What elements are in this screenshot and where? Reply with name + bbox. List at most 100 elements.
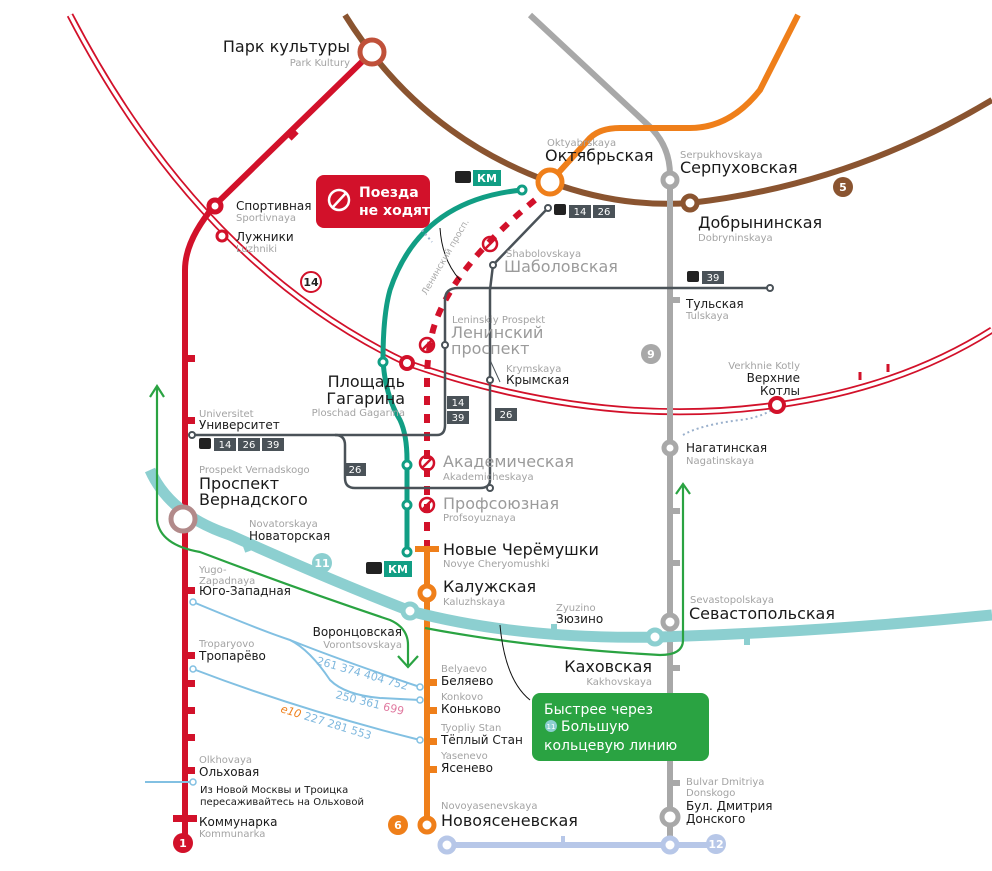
line-6-closed — [424, 197, 537, 548]
svg-text:Belyaevo: Belyaevo — [441, 664, 487, 675]
svg-text:1: 1 — [179, 837, 187, 850]
svg-text:Akademicheskaya: Akademicheskaya — [443, 472, 534, 483]
svg-text:Shabolovskaya: Shabolovskaya — [506, 249, 581, 260]
svg-text:26: 26 — [243, 440, 256, 451]
svg-text:Коммунарка: Коммунарка — [199, 815, 278, 829]
svg-text:Воронцовская: Воронцовская — [313, 625, 402, 639]
svg-text:Гагарина: Гагарина — [326, 389, 405, 408]
svg-text:КМ: КМ — [477, 172, 497, 185]
svg-text:Юго-Западная: Юго-Западная — [199, 584, 291, 598]
svg-text:5: 5 — [839, 181, 847, 194]
svg-text:проспект: проспект — [451, 339, 530, 358]
svg-text:Тульская: Тульская — [685, 297, 744, 311]
svg-text:Быстрее через: Быстрее через — [544, 702, 653, 718]
svg-text:Тёплый Стан: Тёплый Стан — [440, 733, 523, 747]
svg-text:Профсоюзная: Профсоюзная — [443, 494, 559, 513]
svg-text:e10 227 281 553: e10 227 281 553 — [279, 702, 373, 742]
line-6-north — [547, 13, 801, 185]
svg-text:Novye Cheryomushki: Novye Cheryomushki — [443, 559, 550, 570]
svg-text:Sportivnaya: Sportivnaya — [236, 213, 296, 224]
svg-text:Парк культуры: Парк культуры — [223, 37, 350, 56]
svg-text:Universitet: Universitet — [199, 409, 254, 420]
svg-text:Tulskaya: Tulskaya — [685, 311, 729, 322]
transfer-arrows — [149, 383, 691, 669]
svg-text:Новые Черёмушки: Новые Черёмушки — [443, 540, 599, 559]
bus-lines — [145, 601, 421, 783]
svg-text:Kaluzhskaya: Kaluzhskaya — [443, 597, 505, 608]
svg-text:Profsoyuznaya: Profsoyuznaya — [443, 513, 516, 524]
svg-text:Ясенево: Ясенево — [441, 761, 493, 775]
transfer-note: Из Новой Москвы и Троицка пересаживайтес… — [200, 785, 364, 808]
svg-text:Коньково: Коньково — [441, 702, 501, 716]
svg-text:Большую: Большую — [561, 719, 629, 735]
svg-text:Kommunarka: Kommunarka — [199, 829, 265, 840]
svg-text:Из Новой Москвы и Троицка: Из Новой Москвы и Троицка — [200, 785, 348, 796]
svg-text:Zyuzino: Zyuzino — [556, 603, 596, 614]
svg-text:9: 9 — [647, 348, 655, 361]
svg-text:6: 6 — [394, 819, 402, 832]
svg-text:Ploschad Gagarina: Ploschad Gagarina — [312, 408, 405, 419]
service-alert: Поезда не ходят — [316, 175, 431, 228]
svg-text:26: 26 — [349, 465, 362, 476]
tram-lines — [192, 207, 770, 490]
station-vernadskogo[interactable] — [168, 504, 198, 534]
svg-text:Университет: Университет — [199, 418, 280, 432]
svg-text:Бул. Дмитрия: Бул. Дмитрия — [686, 799, 772, 813]
svg-text:Yasenevo: Yasenevo — [440, 751, 488, 762]
svg-text:Серпуховская: Серпуховская — [680, 158, 798, 177]
svg-text:12: 12 — [708, 838, 723, 851]
km-bus-route — [380, 187, 523, 552]
svg-text:26: 26 — [500, 410, 513, 421]
svg-text:пересаживайтесь на Ольховой: пересаживайтесь на Ольховой — [200, 797, 364, 808]
svg-text:14: 14 — [219, 440, 232, 451]
svg-text:Kakhovskaya: Kakhovskaya — [586, 677, 652, 688]
station-oktyabrskaya[interactable] — [535, 167, 565, 197]
svg-text:Konkovo: Konkovo — [441, 692, 483, 703]
svg-text:Вернадского: Вернадского — [199, 490, 308, 509]
svg-text:Troparyovo: Troparyovo — [198, 639, 254, 650]
svg-text:Prospekt Vernadskogo: Prospekt Vernadskogo — [199, 465, 310, 476]
svg-text:Спортивная: Спортивная — [236, 199, 311, 213]
svg-text:14: 14 — [574, 207, 587, 218]
closed-station-icons — [418, 235, 499, 514]
svg-text:Академическая: Академическая — [443, 452, 574, 471]
svg-text:Bulvar Dmitriya: Bulvar Dmitriya — [686, 777, 764, 788]
svg-text:Котлы: Котлы — [760, 384, 800, 398]
svg-text:Sevastopolskaya: Sevastopolskaya — [690, 595, 774, 606]
svg-text:14: 14 — [452, 398, 465, 409]
svg-text:Лужники: Лужники — [236, 230, 294, 244]
station-park-kultury[interactable] — [357, 37, 387, 67]
svg-text:Севастопольская: Севастопольская — [689, 604, 835, 623]
km-bus-badge: КМ КМ — [366, 170, 501, 577]
svg-text:11: 11 — [547, 723, 556, 731]
svg-text:250 361 699: 250 361 699 — [334, 688, 405, 718]
svg-text:Крымская: Крымская — [506, 373, 569, 387]
svg-text:Ольховая: Ольховая — [199, 765, 259, 779]
svg-text:Verkhnie Kotly: Verkhnie Kotly — [728, 361, 800, 372]
svg-text:Беляево: Беляево — [441, 674, 493, 688]
svg-text:Добрынинская: Добрынинская — [698, 213, 822, 232]
svg-text:Шаболовская: Шаболовская — [504, 257, 618, 276]
svg-text:Vorontsovskaya: Vorontsovskaya — [323, 640, 402, 651]
svg-text:Площадь: Площадь — [328, 372, 405, 391]
svg-text:Luzhniki: Luzhniki — [236, 244, 277, 255]
svg-text:Park Kultury: Park Kultury — [290, 58, 350, 69]
svg-text:39: 39 — [452, 413, 465, 424]
svg-text:11: 11 — [314, 557, 329, 570]
svg-text:Oktyabrskaya: Oktyabrskaya — [547, 138, 616, 149]
svg-text:Тропарёво: Тропарёво — [198, 649, 266, 663]
svg-text:261 374 404 752: 261 374 404 752 — [315, 654, 409, 693]
svg-text:кольцевую линию: кольцевую линию — [544, 738, 677, 754]
svg-text:14: 14 — [303, 276, 319, 289]
svg-text:Верхние: Верхние — [747, 371, 800, 385]
svg-text:Leninskiy Prospekt: Leninskiy Prospekt — [452, 315, 545, 326]
svg-text:Yugo-: Yugo- — [198, 565, 227, 576]
svg-text:Новоясеневская: Новоясеневская — [441, 811, 578, 830]
svg-text:Dobryninskaya: Dobryninskaya — [698, 233, 773, 244]
svg-text:Калужская: Калужская — [443, 577, 536, 596]
svg-text:Nagatinskaya: Nagatinskaya — [686, 456, 754, 467]
svg-text:Krymskaya: Krymskaya — [506, 364, 561, 375]
svg-text:Нагатинская: Нагатинская — [686, 441, 767, 455]
svg-text:Донского: Донского — [686, 812, 745, 826]
